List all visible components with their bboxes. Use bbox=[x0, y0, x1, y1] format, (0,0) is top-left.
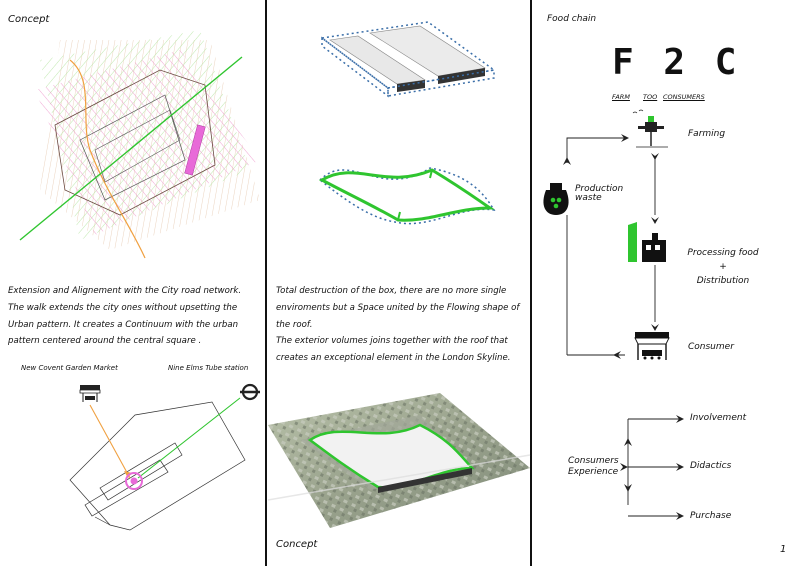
market-label: New Covent Garden Market bbox=[21, 364, 118, 372]
middle-caption-line: Total destruction of the box, there are … bbox=[276, 286, 507, 296]
left-caption-line: Urban pattern. It creates a Continuum wi… bbox=[8, 319, 239, 330]
site-plan-drawing bbox=[69, 383, 260, 531]
middle-caption-line: enviroments but a Space united by the Fl… bbox=[276, 302, 520, 313]
left-caption-line: The walk extends the city ones without u… bbox=[8, 302, 238, 313]
tube-label: Nine Elms Tube station bbox=[168, 364, 249, 372]
didactics-label: Didactics bbox=[690, 461, 732, 471]
left-title: Concept bbox=[8, 14, 50, 25]
experience-label-line1: Consumers bbox=[568, 456, 619, 466]
consumer-label: Consumer bbox=[688, 342, 734, 352]
middle-caption-line: creates an exceptional element in the Lo… bbox=[276, 353, 511, 364]
left-caption-line: pattern centered around the central squa… bbox=[8, 336, 202, 347]
processing-line: + bbox=[719, 262, 727, 272]
right-title: Food chain bbox=[547, 14, 597, 24]
waste-label-line1: Production bbox=[575, 184, 624, 194]
middle-caption-line: The exterior volumes joins together with… bbox=[276, 336, 508, 347]
f2c-farm: FARM bbox=[612, 93, 630, 101]
consumer-stall-icon bbox=[634, 332, 670, 360]
waste-bag-icon bbox=[543, 183, 569, 215]
middle-caption: Total destruction of the box, there are … bbox=[276, 283, 526, 367]
f2c-too: TOO bbox=[643, 93, 658, 101]
farming-icon bbox=[632, 109, 668, 148]
f2c-logo: F 2 C bbox=[612, 42, 741, 83]
experience-tree bbox=[620, 415, 684, 520]
factory-icon bbox=[628, 222, 666, 262]
processing-label: Processing food + Distribution bbox=[683, 246, 763, 288]
waste-label-line2: waste bbox=[575, 193, 602, 203]
concept-overlay-drawing bbox=[19, 30, 260, 259]
left-caption: Extension and Alignement with the City r… bbox=[8, 283, 263, 350]
aerial-photo-render bbox=[267, 393, 531, 528]
processing-line: Distribution bbox=[696, 276, 750, 286]
box-volume-drawing bbox=[320, 21, 496, 98]
market-icon bbox=[79, 385, 101, 402]
page-number: 1 bbox=[780, 544, 787, 555]
middle-bottom-title: Concept bbox=[276, 539, 318, 550]
left-caption-line: Extension and Alignement with the City r… bbox=[8, 286, 242, 296]
column-divider-right bbox=[530, 0, 532, 566]
column-divider-left bbox=[265, 0, 267, 566]
purchase-label: Purchase bbox=[690, 511, 732, 521]
involvement-label: Involvement bbox=[690, 413, 747, 423]
farming-label: Farming bbox=[688, 129, 726, 139]
flowing-roof-drawing bbox=[318, 167, 496, 225]
middle-caption-line: the roof. bbox=[276, 319, 313, 330]
f2c-consumers: CONSUMERS bbox=[663, 93, 705, 101]
tube-roundel-icon bbox=[240, 383, 260, 401]
experience-label-line2: Experience bbox=[568, 467, 619, 477]
processing-line: Processing food bbox=[687, 248, 759, 258]
food-chain-flow bbox=[543, 109, 670, 360]
